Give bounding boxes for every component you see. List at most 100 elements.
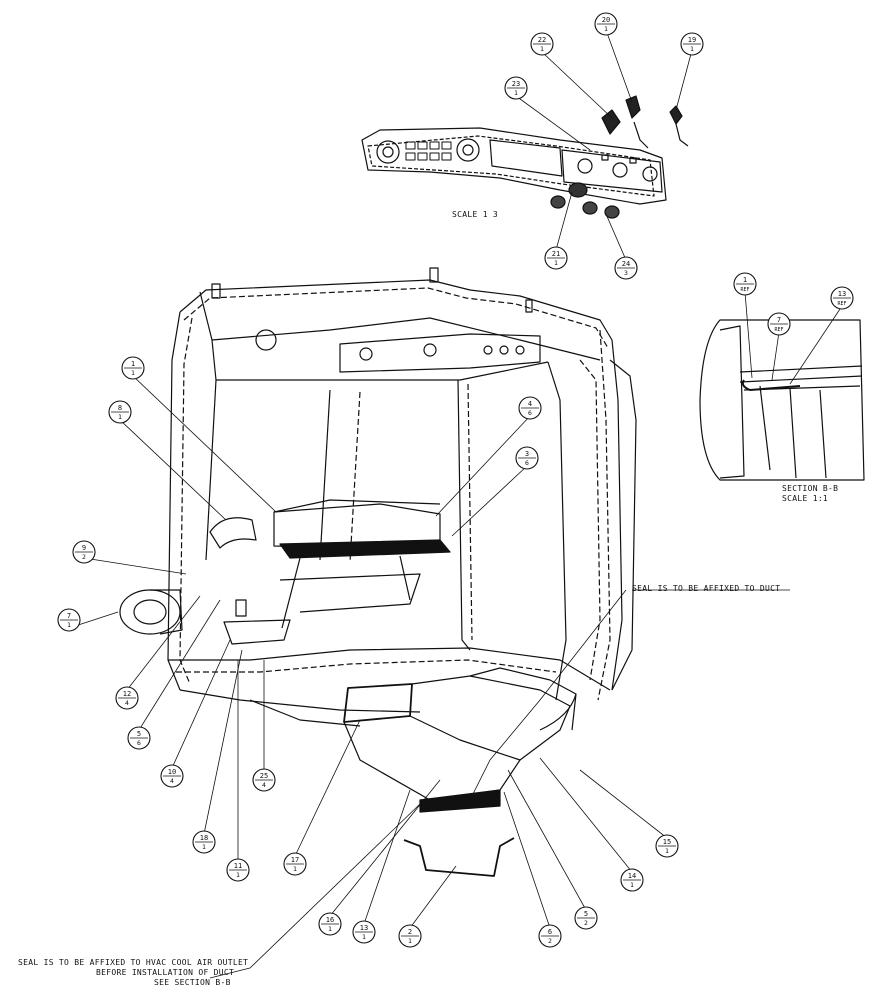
seal-outlet-note-line3: SEE SECTION B-B [154, 978, 231, 987]
floor-duct [343, 667, 577, 813]
dash-panel-detail [361, 95, 689, 219]
balloon-quantity: 4 [170, 777, 174, 785]
balloon-item-number: 6 [548, 928, 552, 936]
balloon-item-number: 11 [234, 862, 242, 870]
seal-duct-note: SEAL IS TO BE AFFIXED TO DUCT [632, 584, 781, 593]
item-balloon: 201 [594, 12, 618, 36]
balloon-item-number: 14 [628, 872, 636, 880]
balloon-quantity: 1 [408, 937, 412, 945]
balloon-quantity: 1 [665, 847, 669, 855]
balloon-item-number: 23 [512, 80, 520, 88]
item-balloon: 243 [614, 256, 638, 280]
balloon-quantity: 1 [514, 89, 518, 97]
balloon-quantity: REF [740, 287, 749, 293]
item-balloon: 111 [226, 858, 250, 882]
balloon-quantity: 2 [584, 919, 588, 927]
item-balloon: 21 [398, 924, 422, 948]
item-balloon: 124 [115, 686, 139, 710]
balloon-item-number: 8 [118, 404, 122, 412]
item-balloon: 71 [57, 608, 81, 632]
item-balloon: 141 [620, 868, 644, 892]
balloon-item-number: 22 [538, 36, 546, 44]
hvac-unit [119, 499, 451, 645]
bracket [403, 837, 515, 877]
balloon-quantity: 1 [690, 45, 694, 53]
balloon-quantity: 1 [67, 621, 71, 629]
leader-lines [68, 29, 843, 979]
balloon-quantity: 3 [624, 269, 628, 277]
item-balloon: 161 [318, 912, 342, 936]
item-balloon: 46 [518, 396, 542, 420]
seal-outlet-note-line2: BEFORE INSTALLATION OF DUCT [96, 968, 235, 977]
item-balloon: 231 [504, 76, 528, 100]
item-balloon: 104 [160, 764, 184, 788]
cab-frame [167, 267, 637, 727]
balloon-quantity: 1 [362, 933, 366, 941]
balloon-item-number: 12 [123, 690, 131, 698]
balloon-quantity: 6 [137, 739, 141, 747]
balloon-item-number: 25 [260, 772, 268, 780]
balloon-item-number: 4 [528, 400, 532, 408]
balloon-quantity: 1 [118, 413, 122, 421]
item-balloon: 254 [252, 768, 276, 792]
balloon-item-number: 18 [200, 834, 208, 842]
balloon-quantity: 6 [525, 459, 529, 467]
balloon-item-number: 5 [137, 730, 141, 738]
item-balloon: 191 [680, 32, 704, 56]
balloon-quantity: 4 [125, 699, 129, 707]
item-balloon: 36 [515, 446, 539, 470]
balloon-item-number: 1 [131, 360, 135, 368]
balloon-quantity: 1 [554, 259, 558, 267]
balloon-quantity: REF [837, 301, 846, 307]
balloon-item-number: 13 [838, 290, 846, 298]
section-title: SECTION B-B [782, 484, 839, 493]
balloon-quantity: 1 [236, 871, 240, 879]
item-balloon: 62 [538, 924, 562, 948]
balloon-quantity: 2 [548, 937, 552, 945]
balloon-quantity: 1 [293, 865, 297, 873]
item-balloon: 181 [192, 830, 216, 854]
balloon-item-number: 20 [602, 16, 610, 24]
balloon-quantity: 6 [528, 409, 532, 417]
balloon-quantity: 1 [131, 369, 135, 377]
item-balloon: 151 [655, 834, 679, 858]
scale-note: SCALE 1 3 [452, 210, 499, 219]
balloon-quantity: 4 [262, 781, 266, 789]
balloon-item-number: 16 [326, 916, 334, 924]
item-balloon: 92 [72, 540, 96, 564]
item-balloon: 81 [108, 400, 132, 424]
item-balloon: 131 [352, 920, 376, 944]
item-balloon: 171 [283, 852, 307, 876]
balloon-item-number: 10 [168, 768, 176, 776]
balloon-item-number: 7 [777, 316, 781, 324]
item-balloon: 211 [544, 246, 568, 270]
balloon-quantity: 2 [82, 553, 86, 561]
balloon-quantity: 1 [328, 925, 332, 933]
balloon-quantity: 1 [540, 45, 544, 53]
balloon-item-number: 7 [67, 612, 71, 620]
balloon-item-number: 13 [360, 924, 368, 932]
balloon-quantity: 1 [630, 881, 634, 889]
item-balloon: 52 [574, 906, 598, 930]
balloon-quantity: 1 [202, 843, 206, 851]
balloon-item-number: 5 [584, 910, 588, 918]
item-balloon: 56 [127, 726, 151, 750]
balloon-item-number: 1 [743, 276, 747, 284]
section-scale: SCALE 1:1 [782, 494, 829, 503]
seal-outlet-note-line1: SEAL IS TO BE AFFIXED TO HVAC COOL AIR O… [18, 958, 249, 967]
balloon-item-number: 9 [82, 544, 86, 552]
balloon-item-number: 19 [688, 36, 696, 44]
balloon-item-number: 21 [552, 250, 560, 258]
balloon-item-number: 17 [291, 856, 299, 864]
item-balloon: 221 [530, 32, 554, 56]
balloon-item-number: 24 [622, 260, 630, 268]
balloon-quantity: REF [774, 327, 783, 333]
section-b-b-detail [699, 319, 865, 481]
balloon-item-number: 3 [525, 450, 529, 458]
balloon-quantity: 1 [604, 25, 608, 33]
